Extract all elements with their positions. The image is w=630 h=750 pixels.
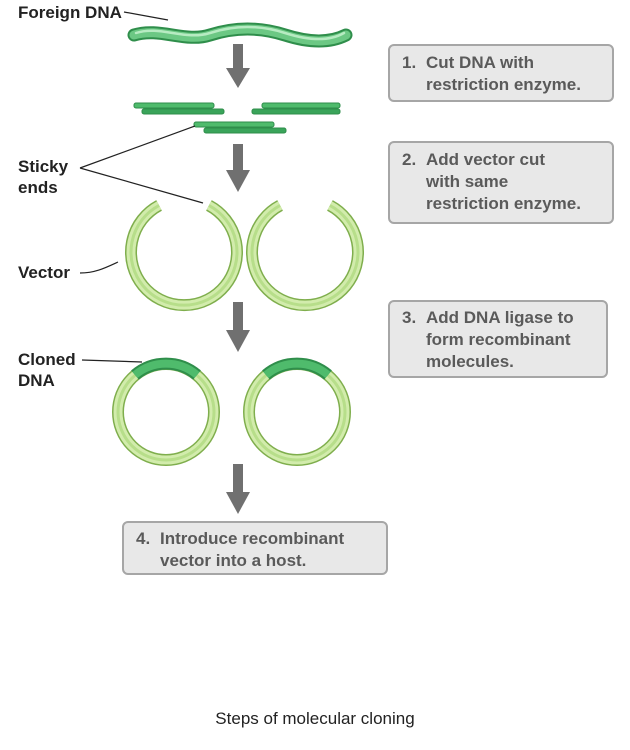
step-3-box: 3. Add DNA ligase to form recombinant mol… xyxy=(388,300,608,378)
vector-label: Vector xyxy=(18,263,70,282)
step-number: 3. xyxy=(402,308,417,327)
cut-vector-right xyxy=(246,200,364,312)
vector-pointer xyxy=(79,261,119,274)
step-text-line: Cut DNA with xyxy=(426,53,534,72)
recombinant-vector-right xyxy=(243,357,351,466)
step-1-box: 1. Cut DNA with restriction enzyme. xyxy=(388,44,614,102)
foreign-dna-label: Foreign DNA xyxy=(18,3,122,22)
cloned-dna-label-line: DNA xyxy=(18,371,55,390)
cloned-dna-label: Cloned DNA xyxy=(18,349,76,391)
arrow-down-icon xyxy=(226,144,250,192)
dna-fragment-right xyxy=(251,102,341,115)
step-4-box: 4. Introduce recombinant vector into a ho… xyxy=(122,521,388,575)
step-2-box: 2. Add vector cut with same restriction e… xyxy=(388,141,614,224)
step-text-line: with same xyxy=(426,172,509,191)
sticky-ends-label-line: ends xyxy=(18,178,58,197)
cloned-dna-label-line: Cloned xyxy=(18,350,76,369)
step-text-line: restriction enzyme. xyxy=(426,194,581,213)
step-number: 2. xyxy=(402,150,417,169)
step-text-line: Add DNA ligase to xyxy=(426,308,574,327)
cut-vector-left xyxy=(125,200,243,312)
cloned-dna-pointer xyxy=(81,359,143,363)
arrow-down-icon xyxy=(226,464,250,514)
foreign-dna-strand xyxy=(127,22,353,48)
step-number: 1. xyxy=(402,53,417,72)
sticky-ends-pointer-upper xyxy=(79,125,196,169)
figure-caption: Steps of molecular cloning xyxy=(215,709,415,728)
step-text-line: form recombinant xyxy=(426,330,571,349)
sticky-ends-label: Sticky ends xyxy=(18,156,68,198)
foreign-dna-pointer xyxy=(123,11,169,21)
dna-fragment-left xyxy=(133,102,225,115)
step-text-line: vector into a host. xyxy=(160,551,307,570)
step-number: 4. xyxy=(136,529,151,548)
dna-fragment-middle xyxy=(193,121,287,134)
step-text-line: Add vector cut xyxy=(426,150,546,169)
step-text-line: molecules. xyxy=(426,352,514,371)
sticky-ends-pointer-lower xyxy=(79,167,204,204)
recombinant-vector-left xyxy=(112,357,220,466)
step-text-line: restriction enzyme. xyxy=(426,75,581,94)
sticky-ends-label-line: Sticky xyxy=(18,157,69,176)
arrow-down-icon xyxy=(226,44,250,88)
arrow-down-icon xyxy=(226,302,250,352)
step-text-line: Introduce recombinant xyxy=(160,529,345,548)
